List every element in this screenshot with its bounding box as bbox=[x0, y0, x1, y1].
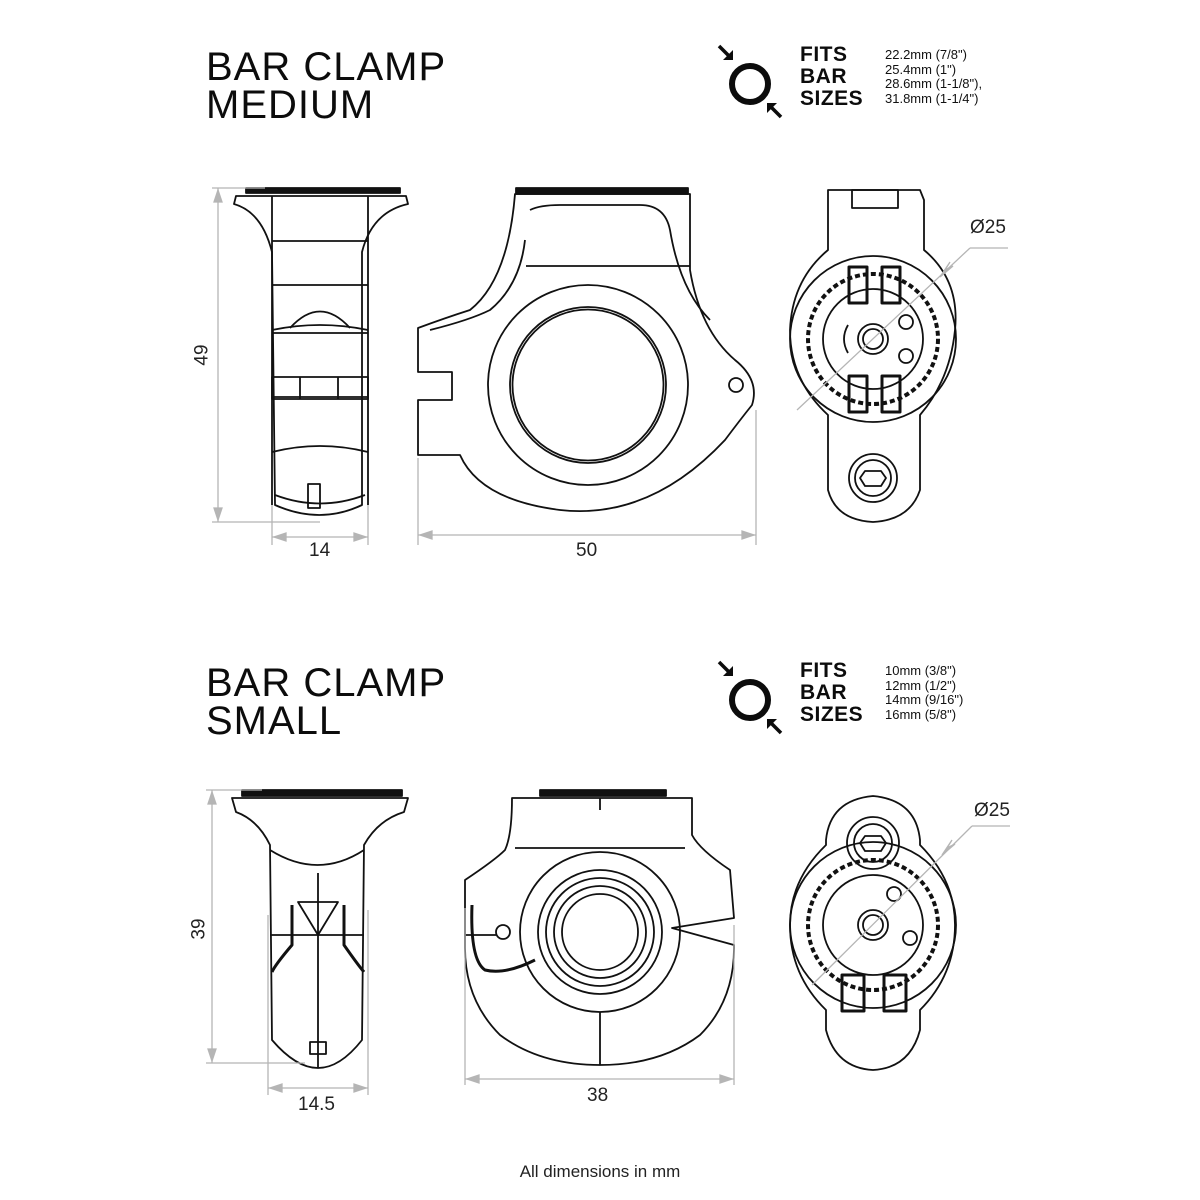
bar-size-ring-icon bbox=[717, 44, 783, 119]
bar-size-item: 16mm (5/8") bbox=[885, 706, 957, 722]
fits-label: FITS BAR SIZES bbox=[800, 659, 864, 726]
title-line2: MEDIUM bbox=[206, 83, 375, 127]
section-title-small: BAR CLAMP SMALL bbox=[206, 661, 447, 743]
title-line1: BAR CLAMP bbox=[206, 45, 447, 89]
dim-small-mount-diameter: Ø25 bbox=[974, 800, 1010, 821]
dim-medium-front-width: 50 bbox=[576, 540, 598, 561]
medium-side-view bbox=[233, 187, 409, 516]
section-title-medium: BAR CLAMP MEDIUM bbox=[206, 45, 447, 127]
small-top-view bbox=[789, 795, 957, 1071]
dim-small-front-width: 38 bbox=[587, 1085, 609, 1106]
dim-small-side-width: 14.5 bbox=[298, 1094, 335, 1115]
fits-bar-sizes-small: FITS BAR SIZES 10mm (3/8") 12mm (1/2") 1… bbox=[715, 656, 1055, 736]
medium-top-view bbox=[789, 189, 957, 523]
title-line2: SMALL bbox=[206, 699, 343, 743]
dim-medium-mount-diameter: Ø25 bbox=[970, 217, 1006, 238]
bar-size-item: 10mm (3/8") bbox=[885, 663, 957, 678]
bar-size-list: 22.2mm (7/8") 25.4mm (1") 28.6mm (1-1/8"… bbox=[885, 47, 983, 106]
dim-small-height: 39 bbox=[188, 918, 210, 940]
footer-note: All dimensions in mm bbox=[519, 1162, 681, 1181]
dimension-lines bbox=[206, 187, 1010, 1095]
small-side-view bbox=[231, 789, 409, 1069]
small-front-view bbox=[464, 789, 735, 1066]
bar-size-list: 10mm (3/8") 12mm (1/2") 14mm (9/16") 16m… bbox=[885, 663, 964, 722]
dim-medium-side-width: 14 bbox=[309, 540, 331, 561]
dim-medium-height: 49 bbox=[191, 344, 213, 366]
bar-size-item: 31.8mm (1-1/4") bbox=[885, 90, 979, 106]
bar-size-ring-icon bbox=[717, 660, 783, 735]
bar-size-item: 25.4mm (1") bbox=[885, 61, 957, 77]
bar-size-item: 12mm (1/2") bbox=[885, 677, 957, 693]
bar-size-item: 14mm (9/16") bbox=[885, 692, 964, 707]
fits-bar-sizes-medium: FITS BAR SIZES 22.2mm (7/8") 25.4mm (1")… bbox=[715, 40, 1055, 120]
bar-size-item: 22.2mm (7/8") bbox=[885, 47, 967, 62]
medium-front-view bbox=[417, 187, 755, 512]
fits-label: FITS BAR SIZES bbox=[800, 43, 864, 110]
bar-size-item: 28.6mm (1-1/8"), bbox=[885, 76, 983, 91]
title-line1: BAR CLAMP bbox=[206, 661, 447, 705]
